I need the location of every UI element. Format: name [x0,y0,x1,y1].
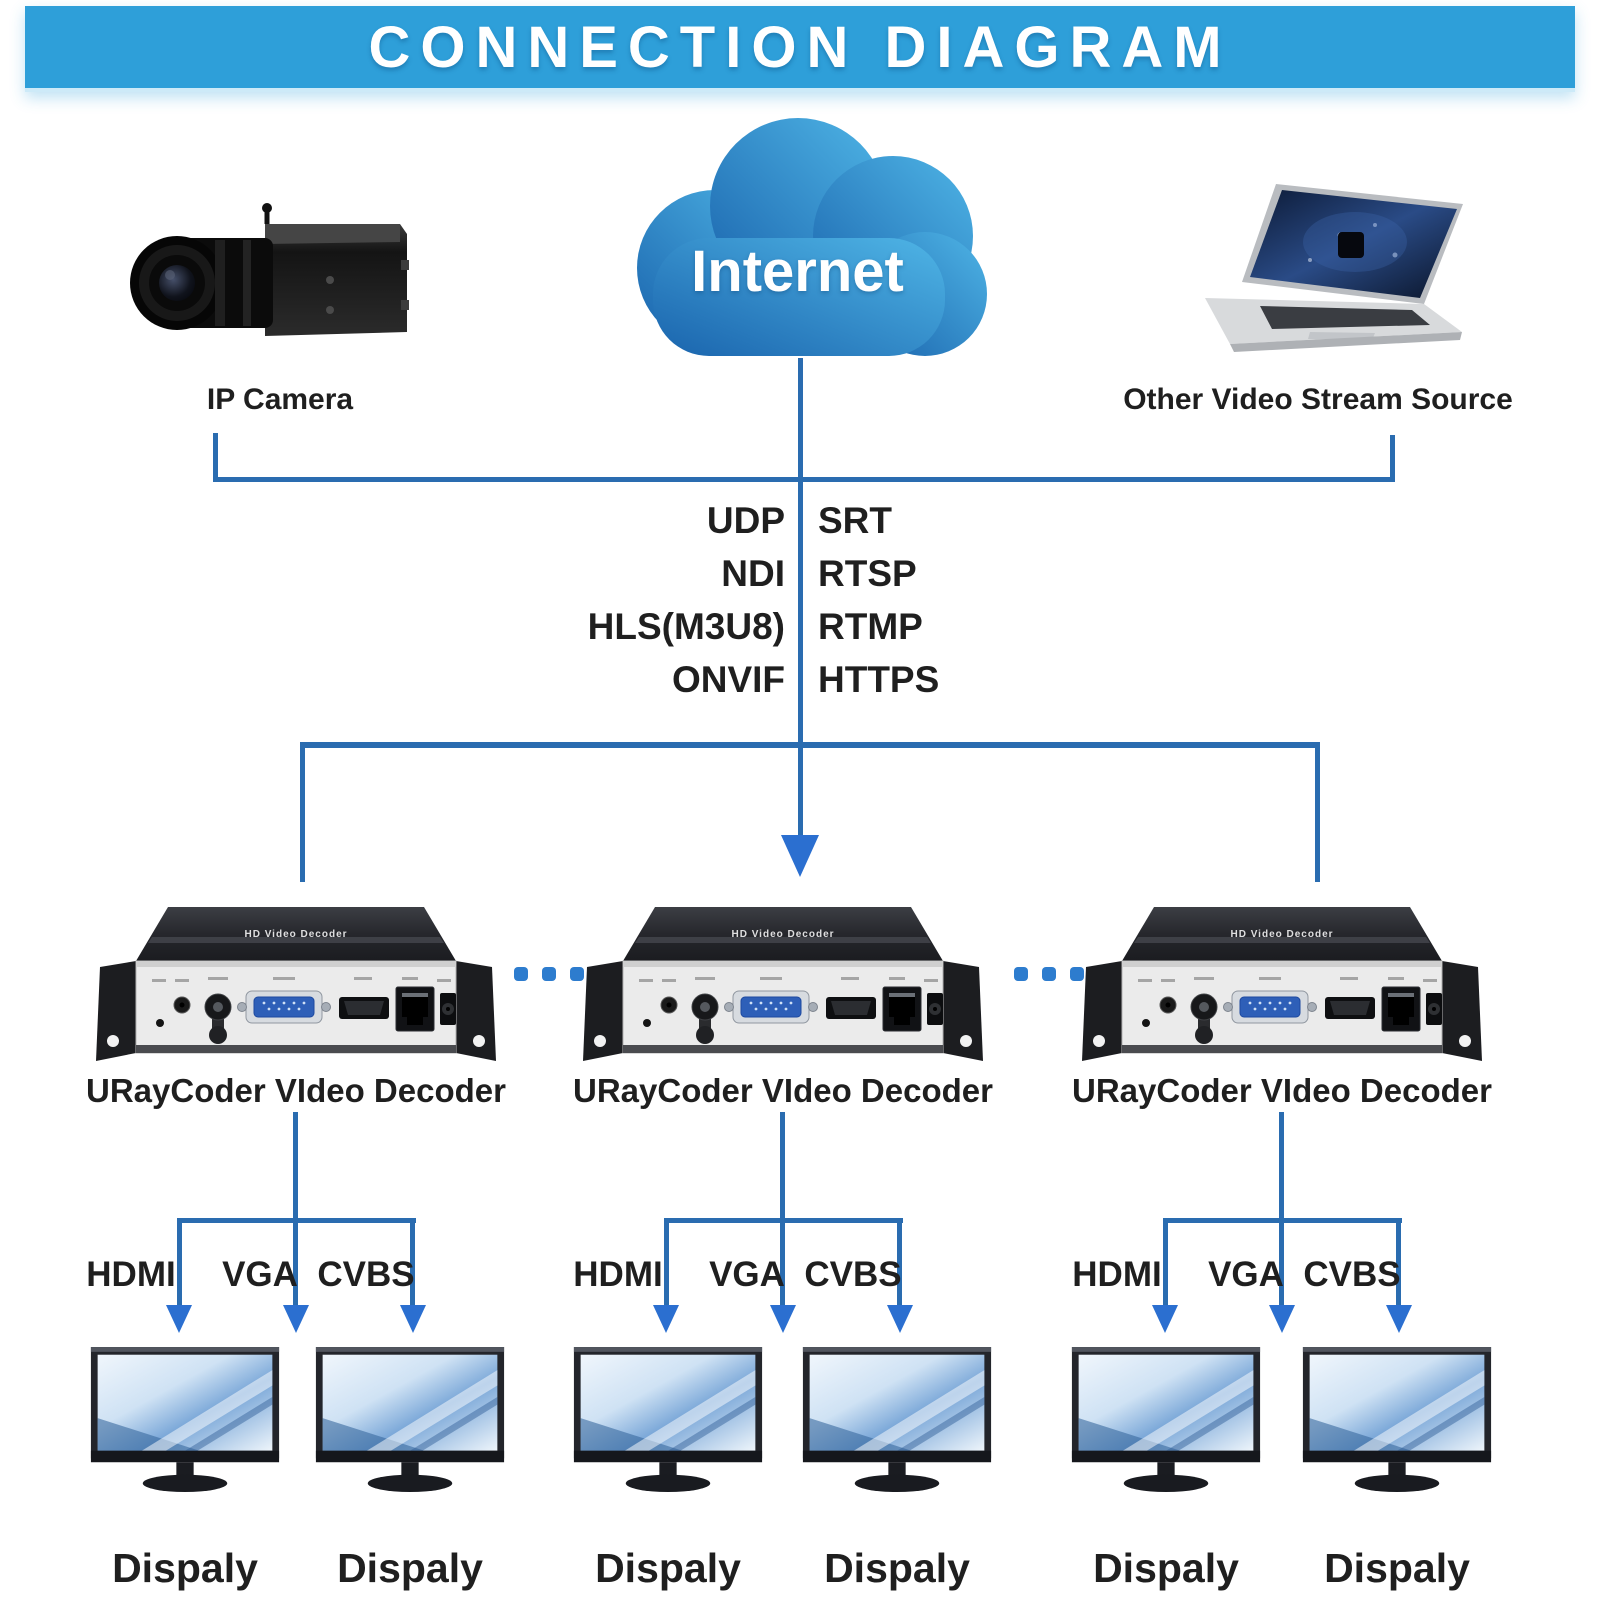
group2-hdmi-arrowhead-icon [653,1305,679,1333]
group3-hdmi-line [1163,1218,1168,1305]
group2-cvbs-arrowhead-icon [887,1305,913,1333]
group1-cvbs-label: CVBS [317,1255,415,1294]
group3-vga-label: VGA [1208,1255,1284,1294]
display-label-3: Dispaly [595,1545,741,1591]
protocol-item: HLS(M3U8) [587,606,785,647]
group3-cvbs-arrowhead-icon [1386,1305,1412,1333]
top-bus-line [213,477,1395,482]
group1-hdmi-label: HDMI [86,1255,176,1294]
group1-hdmi-line [177,1218,182,1305]
display-label-5: Dispaly [1093,1545,1239,1591]
internet-cloud: Internet [595,110,1000,362]
display-label-6: Dispaly [1324,1545,1470,1591]
laptop-image [1160,180,1505,370]
group2-vga-line [780,1218,785,1305]
decoder3-drop-line [1315,742,1320,882]
decoder1-drop-line [300,742,305,882]
decoder-image-1: HD Video Decoder [96,903,496,1068]
ip-camera-image [115,200,410,350]
group3-cvbs-label: CVBS [1303,1255,1401,1294]
decoder-label-1: URayCoder VIdeo Decoder [86,1072,506,1109]
monitor-image-1 [89,1343,281,1497]
decoder-top-text: HD Video Decoder [244,929,348,940]
ellipsis-dot [570,967,584,981]
protocol-item: ONVIF [671,659,785,700]
group3-hdmi-label: HDMI [1072,1255,1162,1294]
monitor-image-3 [572,1343,764,1497]
group2-hdmi-line [664,1218,669,1305]
group2-trunk-line [780,1112,785,1220]
protocol-item: RTMP [818,606,923,647]
decoder-top-text: HD Video Decoder [1230,929,1334,940]
protocol-list-right: SRT RTSP RTMP HTTPS [818,494,939,706]
monitor-image-2 [314,1343,506,1497]
display-label-4: Dispaly [824,1545,970,1591]
other-source-label: Other Video Stream Source [1123,383,1513,416]
display-label-2: Dispaly [337,1545,483,1591]
protocol-item: UDP [706,500,785,541]
page-title: CONNECTION DIAGRAM [368,14,1232,80]
monitor-image-6 [1301,1343,1493,1497]
ip-camera-label: IP Camera [206,383,354,416]
ellipsis-dot [1014,967,1028,981]
group1-vga-line [293,1218,298,1305]
protocol-item: RTSP [818,553,917,594]
group3-hdmi-arrowhead-icon [1152,1305,1178,1333]
downlink-arrowhead-icon [781,835,819,877]
group2-vga-label: VGA [709,1255,785,1294]
ellipsis-dot [1070,967,1084,981]
protocol-item: HTTPS [818,659,940,700]
monitor-image-5 [1070,1343,1262,1497]
group2-cvbs-line [897,1218,902,1305]
ellipsis-dot [1042,967,1056,981]
protocol-item: NDI [721,553,785,594]
ellipsis-dot [542,967,556,981]
decoder-bus-line [300,742,1320,748]
decoder-image-3: HD Video Decoder [1082,903,1482,1068]
display-label-1: Dispaly [112,1545,258,1591]
internet-label: Internet [691,239,904,304]
group3-vga-arrowhead-icon [1269,1305,1295,1333]
group2-vga-arrowhead-icon [770,1305,796,1333]
decoder-label-3: URayCoder VIdeo Decoder [1072,1072,1492,1109]
group1-vga-label: VGA [222,1255,298,1294]
decoder-top-text: HD Video Decoder [731,929,835,940]
group3-trunk-line [1279,1112,1284,1220]
group1-cvbs-arrowhead-icon [400,1305,426,1333]
protocol-item: SRT [818,500,892,541]
group1-hdmi-arrowhead-icon [166,1305,192,1333]
decoder-label-2: URayCoder VIdeo Decoder [573,1072,993,1109]
ellipsis-dot [514,967,528,981]
laptop-connector-line [1390,435,1395,482]
decoder-image-2: HD Video Decoder [583,903,983,1068]
internet-downlink-line [798,358,803,835]
group2-cvbs-label: CVBS [804,1255,902,1294]
group2-hdmi-label: HDMI [573,1255,663,1294]
group3-vga-line [1279,1218,1284,1305]
group3-cvbs-line [1396,1218,1401,1305]
monitor-image-4 [801,1343,993,1497]
protocol-list-left: UDP NDI HLS(M3U8) ONVIF [485,494,785,706]
camera-connector-line [213,433,218,482]
title-banner: CONNECTION DIAGRAM [25,6,1575,92]
group1-vga-arrowhead-icon [283,1305,309,1333]
group1-trunk-line [293,1112,298,1220]
group1-cvbs-line [410,1218,415,1305]
